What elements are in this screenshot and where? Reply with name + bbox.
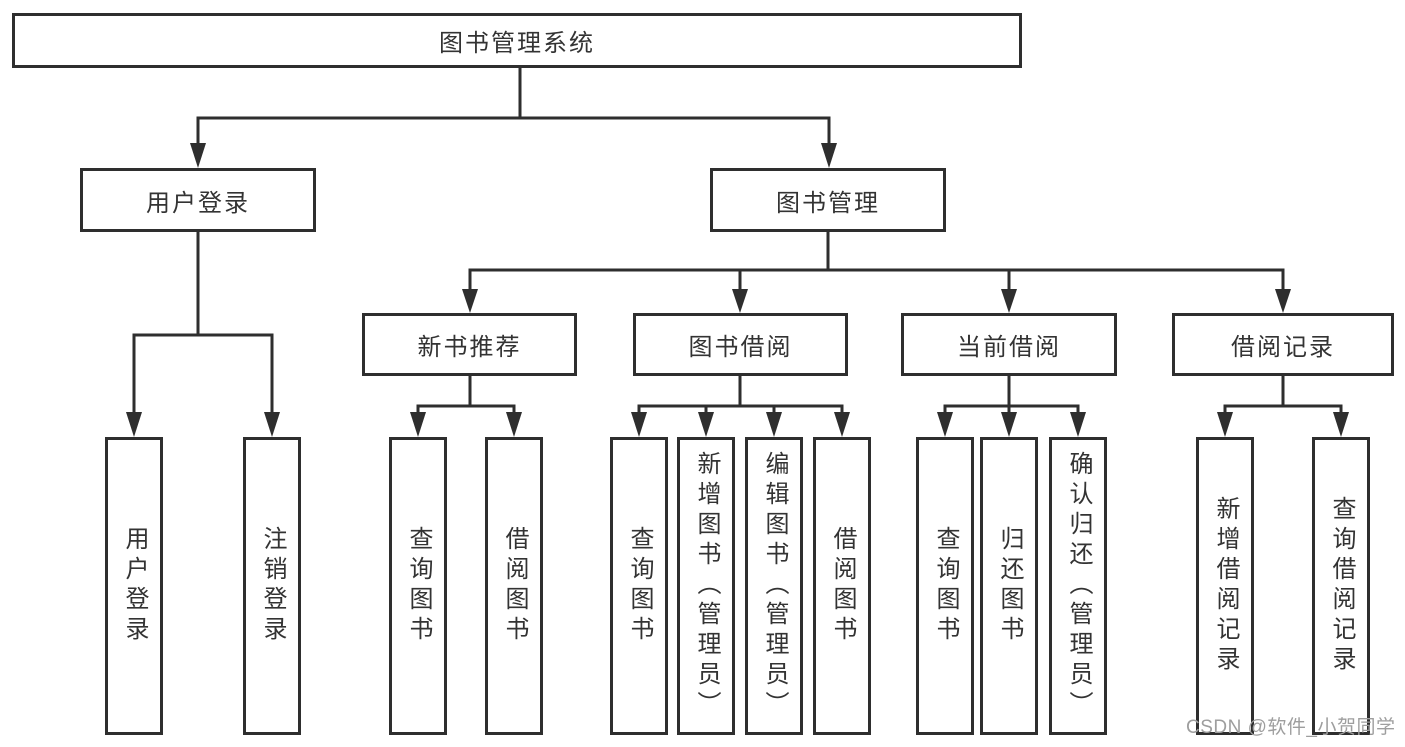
vnode-add-borrow-record: 新增借阅记录 bbox=[1196, 437, 1254, 735]
node-user-login: 用户登录 bbox=[80, 168, 316, 232]
vnode-return-book-label: 归还图书 bbox=[996, 526, 1023, 646]
vnode-borrow-books-1-label: 借阅图书 bbox=[501, 526, 528, 646]
vnode-borrow-books-2: 借阅图书 bbox=[813, 437, 871, 735]
vnode-query-borrow-record: 查询借阅记录 bbox=[1312, 437, 1370, 735]
vnode-return-book: 归还图书 bbox=[980, 437, 1038, 735]
vnode-query-books-2: 查询图书 bbox=[610, 437, 668, 735]
vnode-query-borrow-record-label: 查询借阅记录 bbox=[1328, 496, 1355, 676]
vnode-borrow-books-1: 借阅图书 bbox=[485, 437, 543, 735]
vnode-query-books-3: 查询图书 bbox=[916, 437, 974, 735]
vnode-borrow-books-2-label: 借阅图书 bbox=[829, 526, 856, 646]
watermark: CSDN @软件_小贺同学 bbox=[1186, 717, 1396, 738]
vnode-add-book-admin-label: 新增图书（管理员） bbox=[693, 451, 720, 721]
vnode-query-books-3-label: 查询图书 bbox=[932, 526, 959, 646]
node-borrow-records: 借阅记录 bbox=[1172, 313, 1394, 376]
vnode-confirm-return-admin: 确认归还（管理员） bbox=[1049, 437, 1107, 735]
node-root: 图书管理系统 bbox=[12, 13, 1022, 68]
vnode-edit-book-admin-label: 编辑图书（管理员） bbox=[761, 451, 788, 721]
node-new-book-recommend: 新书推荐 bbox=[362, 313, 577, 376]
vnode-query-books-2-label: 查询图书 bbox=[626, 526, 653, 646]
vnode-user-login-label: 用户登录 bbox=[121, 526, 148, 646]
node-current-borrow: 当前借阅 bbox=[901, 313, 1117, 376]
vnode-add-borrow-record-label: 新增借阅记录 bbox=[1212, 496, 1239, 676]
vnode-query-books-1: 查询图书 bbox=[389, 437, 447, 735]
vnode-add-book-admin: 新增图书（管理员） bbox=[677, 437, 735, 735]
vnode-logout-label: 注销登录 bbox=[259, 526, 286, 646]
node-book-borrow: 图书借阅 bbox=[633, 313, 848, 376]
vnode-confirm-return-admin-label: 确认归还（管理员） bbox=[1065, 451, 1092, 721]
node-book-management: 图书管理 bbox=[710, 168, 946, 232]
vnode-query-books-1-label: 查询图书 bbox=[405, 526, 432, 646]
vnode-logout: 注销登录 bbox=[243, 437, 301, 735]
vnode-user-login: 用户登录 bbox=[105, 437, 163, 735]
vnode-edit-book-admin: 编辑图书（管理员） bbox=[745, 437, 803, 735]
